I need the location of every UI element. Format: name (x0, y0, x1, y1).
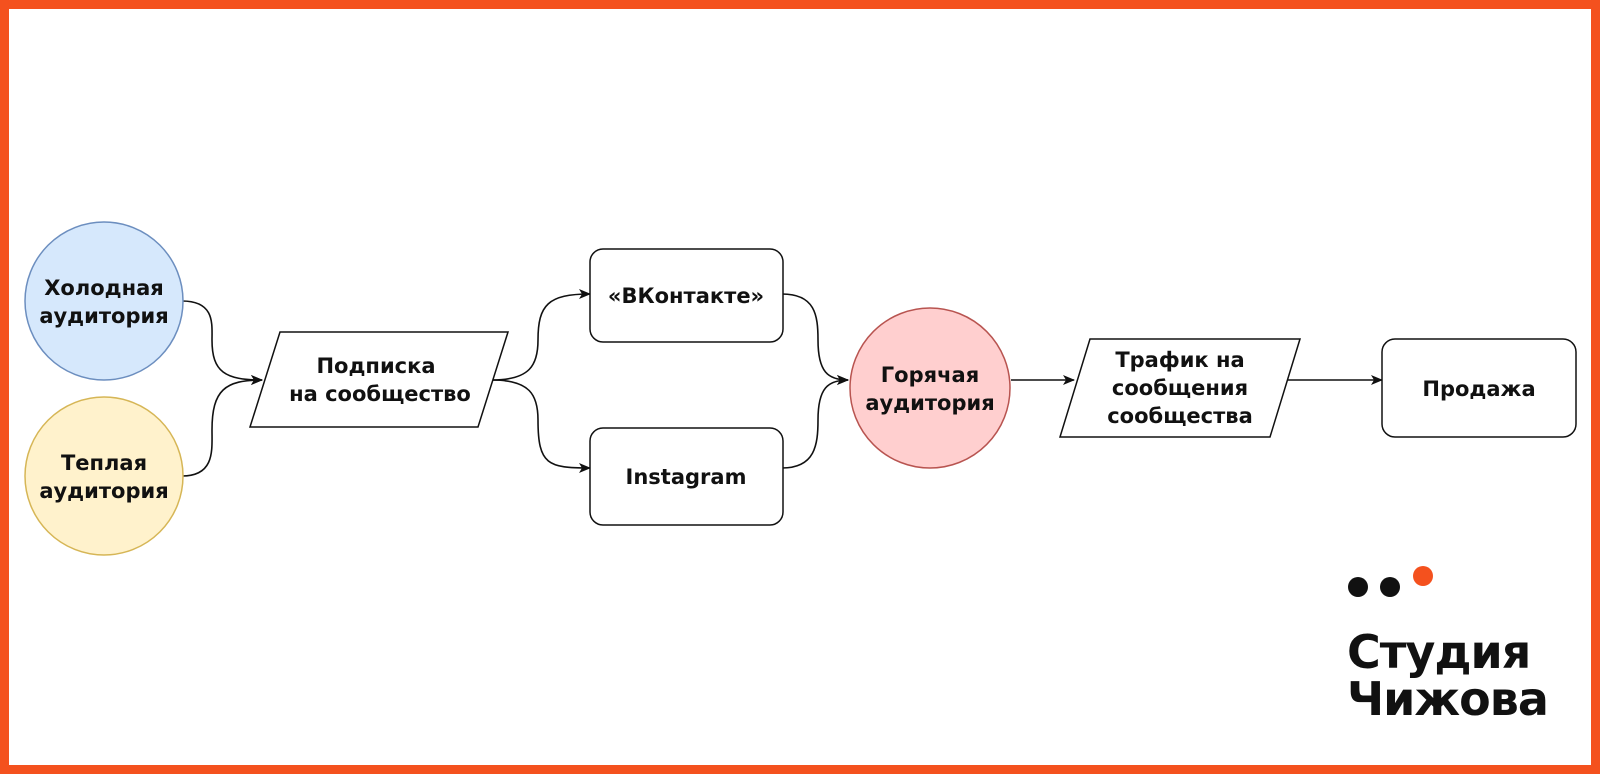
node-vk: «ВКонтакте» (589, 248, 784, 343)
edge-instagram-to-hot (781, 375, 849, 469)
instagram-box (589, 427, 784, 526)
node-cold-audience: Холодная аудитория (24, 221, 184, 381)
traffic-parallelogram (1058, 338, 1302, 438)
warm-audience-label-1: Теплая (61, 451, 147, 475)
instagram-label: Instagram (626, 465, 747, 489)
sale-box (1381, 338, 1577, 438)
edge-warm-to-subscription (181, 375, 263, 477)
vk-label: «ВКонтакте» (608, 284, 764, 308)
node-hot-audience: Горячая аудитория (849, 307, 1011, 469)
node-sale: Продажа (1381, 338, 1577, 438)
vk-box (589, 248, 784, 343)
warm-audience-label-2: аудитория (39, 479, 168, 503)
traffic-label-2: сообщения (1112, 376, 1248, 400)
traffic-label-1: Трафик на (1115, 348, 1244, 372)
brand-logo: Студия Чижова (1347, 566, 1549, 726)
three-dots-logo-icon (1348, 566, 1433, 597)
cold-audience-label-2: аудитория (39, 304, 168, 328)
hot-audience-label-2: аудитория (865, 391, 994, 415)
logo-dot-2 (1380, 577, 1400, 597)
cold-audience-circle (24, 221, 184, 381)
node-instagram: Instagram (589, 427, 784, 526)
subscription-label-2: на сообщество (289, 382, 471, 406)
edge-subscription-to-vk (491, 289, 591, 381)
hot-audience-circle (849, 307, 1011, 469)
node-traffic: Трафик на сообщения сообщества (1058, 338, 1302, 438)
subscription-label-1: Подписка (316, 354, 435, 378)
logo-line-1: Студия (1347, 625, 1530, 679)
node-warm-audience: Теплая аудитория (24, 396, 184, 556)
subscription-parallelogram (248, 331, 510, 428)
traffic-label-3: сообщества (1107, 404, 1253, 428)
edge-vk-to-hot (781, 293, 849, 385)
hot-audience-label-1: Горячая (881, 363, 979, 387)
node-subscription: Подписка на сообщество (248, 331, 510, 428)
logo-line-2: Чижова (1347, 672, 1548, 726)
warm-audience-circle (24, 396, 184, 556)
sale-label: Продажа (1422, 377, 1535, 401)
logo-dot-1 (1348, 577, 1368, 597)
edge-subscription-to-instagram (491, 379, 591, 473)
logo-dot-accent (1413, 566, 1433, 586)
cold-audience-label-1: Холодная (44, 276, 164, 300)
edge-cold-to-subscription (181, 300, 263, 385)
